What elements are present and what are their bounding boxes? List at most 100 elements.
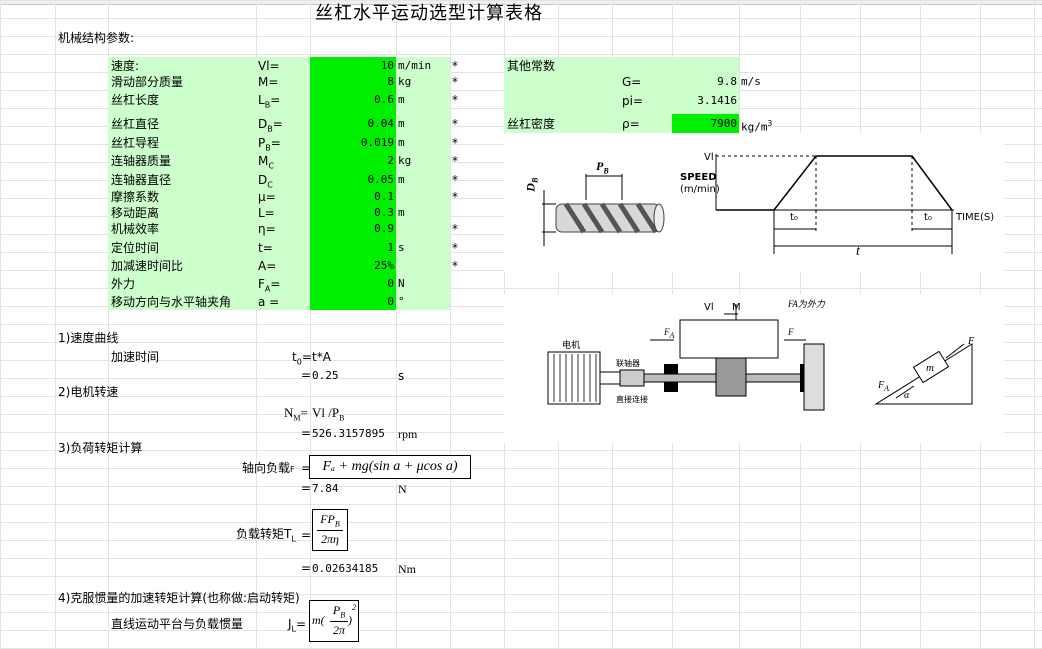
motor-speed-result[interactable]: 526.3157895	[312, 427, 385, 440]
accel-time-lhs[interactable]: t0=	[292, 350, 312, 367]
param-name[interactable]: 丝杠直径	[111, 117, 160, 131]
accel-time-result[interactable]: 0.25	[312, 369, 339, 382]
param-name[interactable]: 丝杠长度	[111, 93, 160, 107]
param-name[interactable]: 摩擦系数	[111, 190, 160, 204]
param-name[interactable]: 移动方向与水平轴夹角	[111, 295, 232, 309]
const-rho-unit[interactable]: kg/m3	[741, 119, 773, 134]
section-mech-label[interactable]: 机械结构参数:	[58, 31, 135, 45]
ball-screw-drawing	[542, 174, 665, 246]
param-value[interactable]: 0.04	[367, 117, 395, 130]
param-unit[interactable]: m	[398, 136, 405, 149]
incline-drawing	[874, 343, 973, 405]
inertia-lhs[interactable]: JL=	[288, 617, 307, 634]
param-required-mark: *	[452, 154, 458, 168]
param-unit[interactable]: m/min	[398, 59, 432, 72]
param-symbol[interactable]: M=	[258, 75, 279, 89]
param-name[interactable]: 机械效率	[111, 222, 160, 236]
param-symbol[interactable]: μ=	[258, 190, 276, 204]
param-value[interactable]: 10	[380, 59, 394, 72]
param-symbol[interactable]: FA=	[258, 277, 281, 294]
const-rho-symbol[interactable]: ρ=	[622, 117, 640, 131]
const-rho-value[interactable]: 7900	[710, 117, 738, 130]
param-unit[interactable]: kg	[398, 154, 412, 167]
param-unit[interactable]: m	[398, 206, 405, 219]
inertia-label[interactable]: 直线运动平台与负载惯量	[111, 617, 244, 631]
param-symbol[interactable]: a =	[258, 295, 280, 309]
sheet-title[interactable]: 丝杠水平运动选型计算表格	[315, 3, 543, 24]
section1-heading[interactable]: 1)速度曲线	[58, 331, 119, 345]
param-name[interactable]: 移动距离	[111, 206, 160, 220]
load-torque-label[interactable]: 负载转矩TL	[236, 527, 296, 544]
direct-connect-label: 直接连接	[616, 395, 648, 404]
motor-speed-unit[interactable]: rpm	[398, 427, 418, 441]
param-value[interactable]: 0	[387, 277, 394, 290]
param-symbol[interactable]: LB=	[258, 93, 281, 110]
axial-load-unit[interactable]: N	[398, 482, 407, 496]
axial-load-label[interactable]: 轴向负载F	[242, 461, 295, 475]
motor-speed-formula[interactable]: Vl /PB	[312, 405, 345, 423]
param-name[interactable]: 速度:	[111, 59, 140, 73]
param-value[interactable]: 0.05	[367, 173, 395, 186]
param-name[interactable]: 丝杠导程	[111, 136, 160, 150]
param-symbol[interactable]: t=	[258, 241, 273, 255]
inertia-formula[interactable]: m( PB 2π ) 2	[309, 600, 359, 642]
accel-time-label[interactable]: 加速时间	[111, 350, 160, 364]
param-name[interactable]: 定位时间	[111, 241, 160, 255]
param-name[interactable]: 加减速时间比	[111, 259, 184, 273]
param-value[interactable]: 25%	[374, 259, 394, 272]
const-g-symbol[interactable]: G=	[622, 75, 642, 89]
param-value[interactable]: 0	[387, 295, 394, 308]
param-unit[interactable]: m	[398, 173, 405, 186]
param-unit[interactable]: m	[398, 117, 405, 130]
param-unit[interactable]: kg	[398, 75, 412, 88]
param-value[interactable]: 0.6	[374, 93, 394, 106]
db-label: DB	[523, 177, 540, 192]
motor-speed-lhs[interactable]: NM=	[284, 405, 308, 423]
accel-time-formula[interactable]: t*A	[312, 350, 331, 364]
param-symbol[interactable]: MC	[258, 154, 274, 171]
section4-heading[interactable]: 4)克服惯量的加速转矩计算(也称做:启动转矩)	[58, 591, 300, 605]
param-symbol[interactable]: L=	[258, 206, 275, 220]
param-value[interactable]: 0.9	[374, 222, 394, 235]
param-name[interactable]: 连轴器直径	[111, 173, 172, 187]
incline-alpha-label: α	[904, 390, 910, 401]
param-value[interactable]: 0.019	[360, 136, 394, 149]
param-unit[interactable]: m	[398, 93, 405, 106]
accel-time-unit[interactable]: s	[398, 369, 405, 383]
param-value[interactable]: 0.1	[374, 190, 394, 203]
const-rho-label[interactable]: 丝杠密度	[507, 117, 556, 131]
constants-heading[interactable]: 其他常数	[507, 59, 556, 73]
axial-load-result[interactable]: 7.84	[312, 482, 339, 495]
const-g-unit[interactable]: m/s	[741, 75, 761, 88]
param-symbol[interactable]: PB=	[258, 136, 281, 153]
t-label: t	[856, 244, 860, 259]
param-name[interactable]: 滑动部分质量	[111, 75, 184, 89]
param-name[interactable]: 连轴器质量	[111, 154, 172, 168]
const-pi-value[interactable]: 3.1416	[697, 94, 737, 107]
param-unit[interactable]: N	[398, 277, 405, 290]
param-name[interactable]: 外力	[111, 277, 136, 291]
param-symbol[interactable]: Vl=	[258, 59, 280, 73]
section2-heading[interactable]: 2)电机转速	[58, 385, 119, 399]
torque-numerator: FPB	[320, 512, 340, 529]
load-torque-formula[interactable]: FPB 2πη	[312, 509, 348, 551]
param-symbol[interactable]: DB=	[258, 117, 283, 134]
param-symbol[interactable]: DC	[258, 173, 273, 190]
load-torque-unit[interactable]: Nm	[398, 562, 416, 576]
const-pi-symbol[interactable]: pi=	[622, 94, 644, 108]
param-value[interactable]: 8	[387, 75, 394, 88]
param-required-mark: *	[452, 136, 458, 150]
param-symbol[interactable]: A=	[258, 259, 277, 273]
fraction-bar	[330, 621, 348, 622]
load-torque-result[interactable]: 0.02634185	[312, 562, 379, 575]
const-g-value[interactable]: 9.8	[717, 75, 737, 88]
param-value[interactable]: 0.3	[374, 206, 394, 219]
param-unit[interactable]: °	[398, 295, 405, 308]
param-symbol[interactable]: η=	[258, 222, 276, 236]
param-value[interactable]: 2	[387, 154, 394, 167]
section3-heading[interactable]: 3)负荷转矩计算	[58, 441, 143, 455]
axial-load-formula[interactable]: Fₐ + mg(sin a + μcos a)	[309, 455, 471, 479]
param-value[interactable]: 1	[387, 241, 394, 254]
time-axis-label: TIME(S)	[956, 212, 995, 223]
param-unit[interactable]: s	[398, 241, 405, 254]
